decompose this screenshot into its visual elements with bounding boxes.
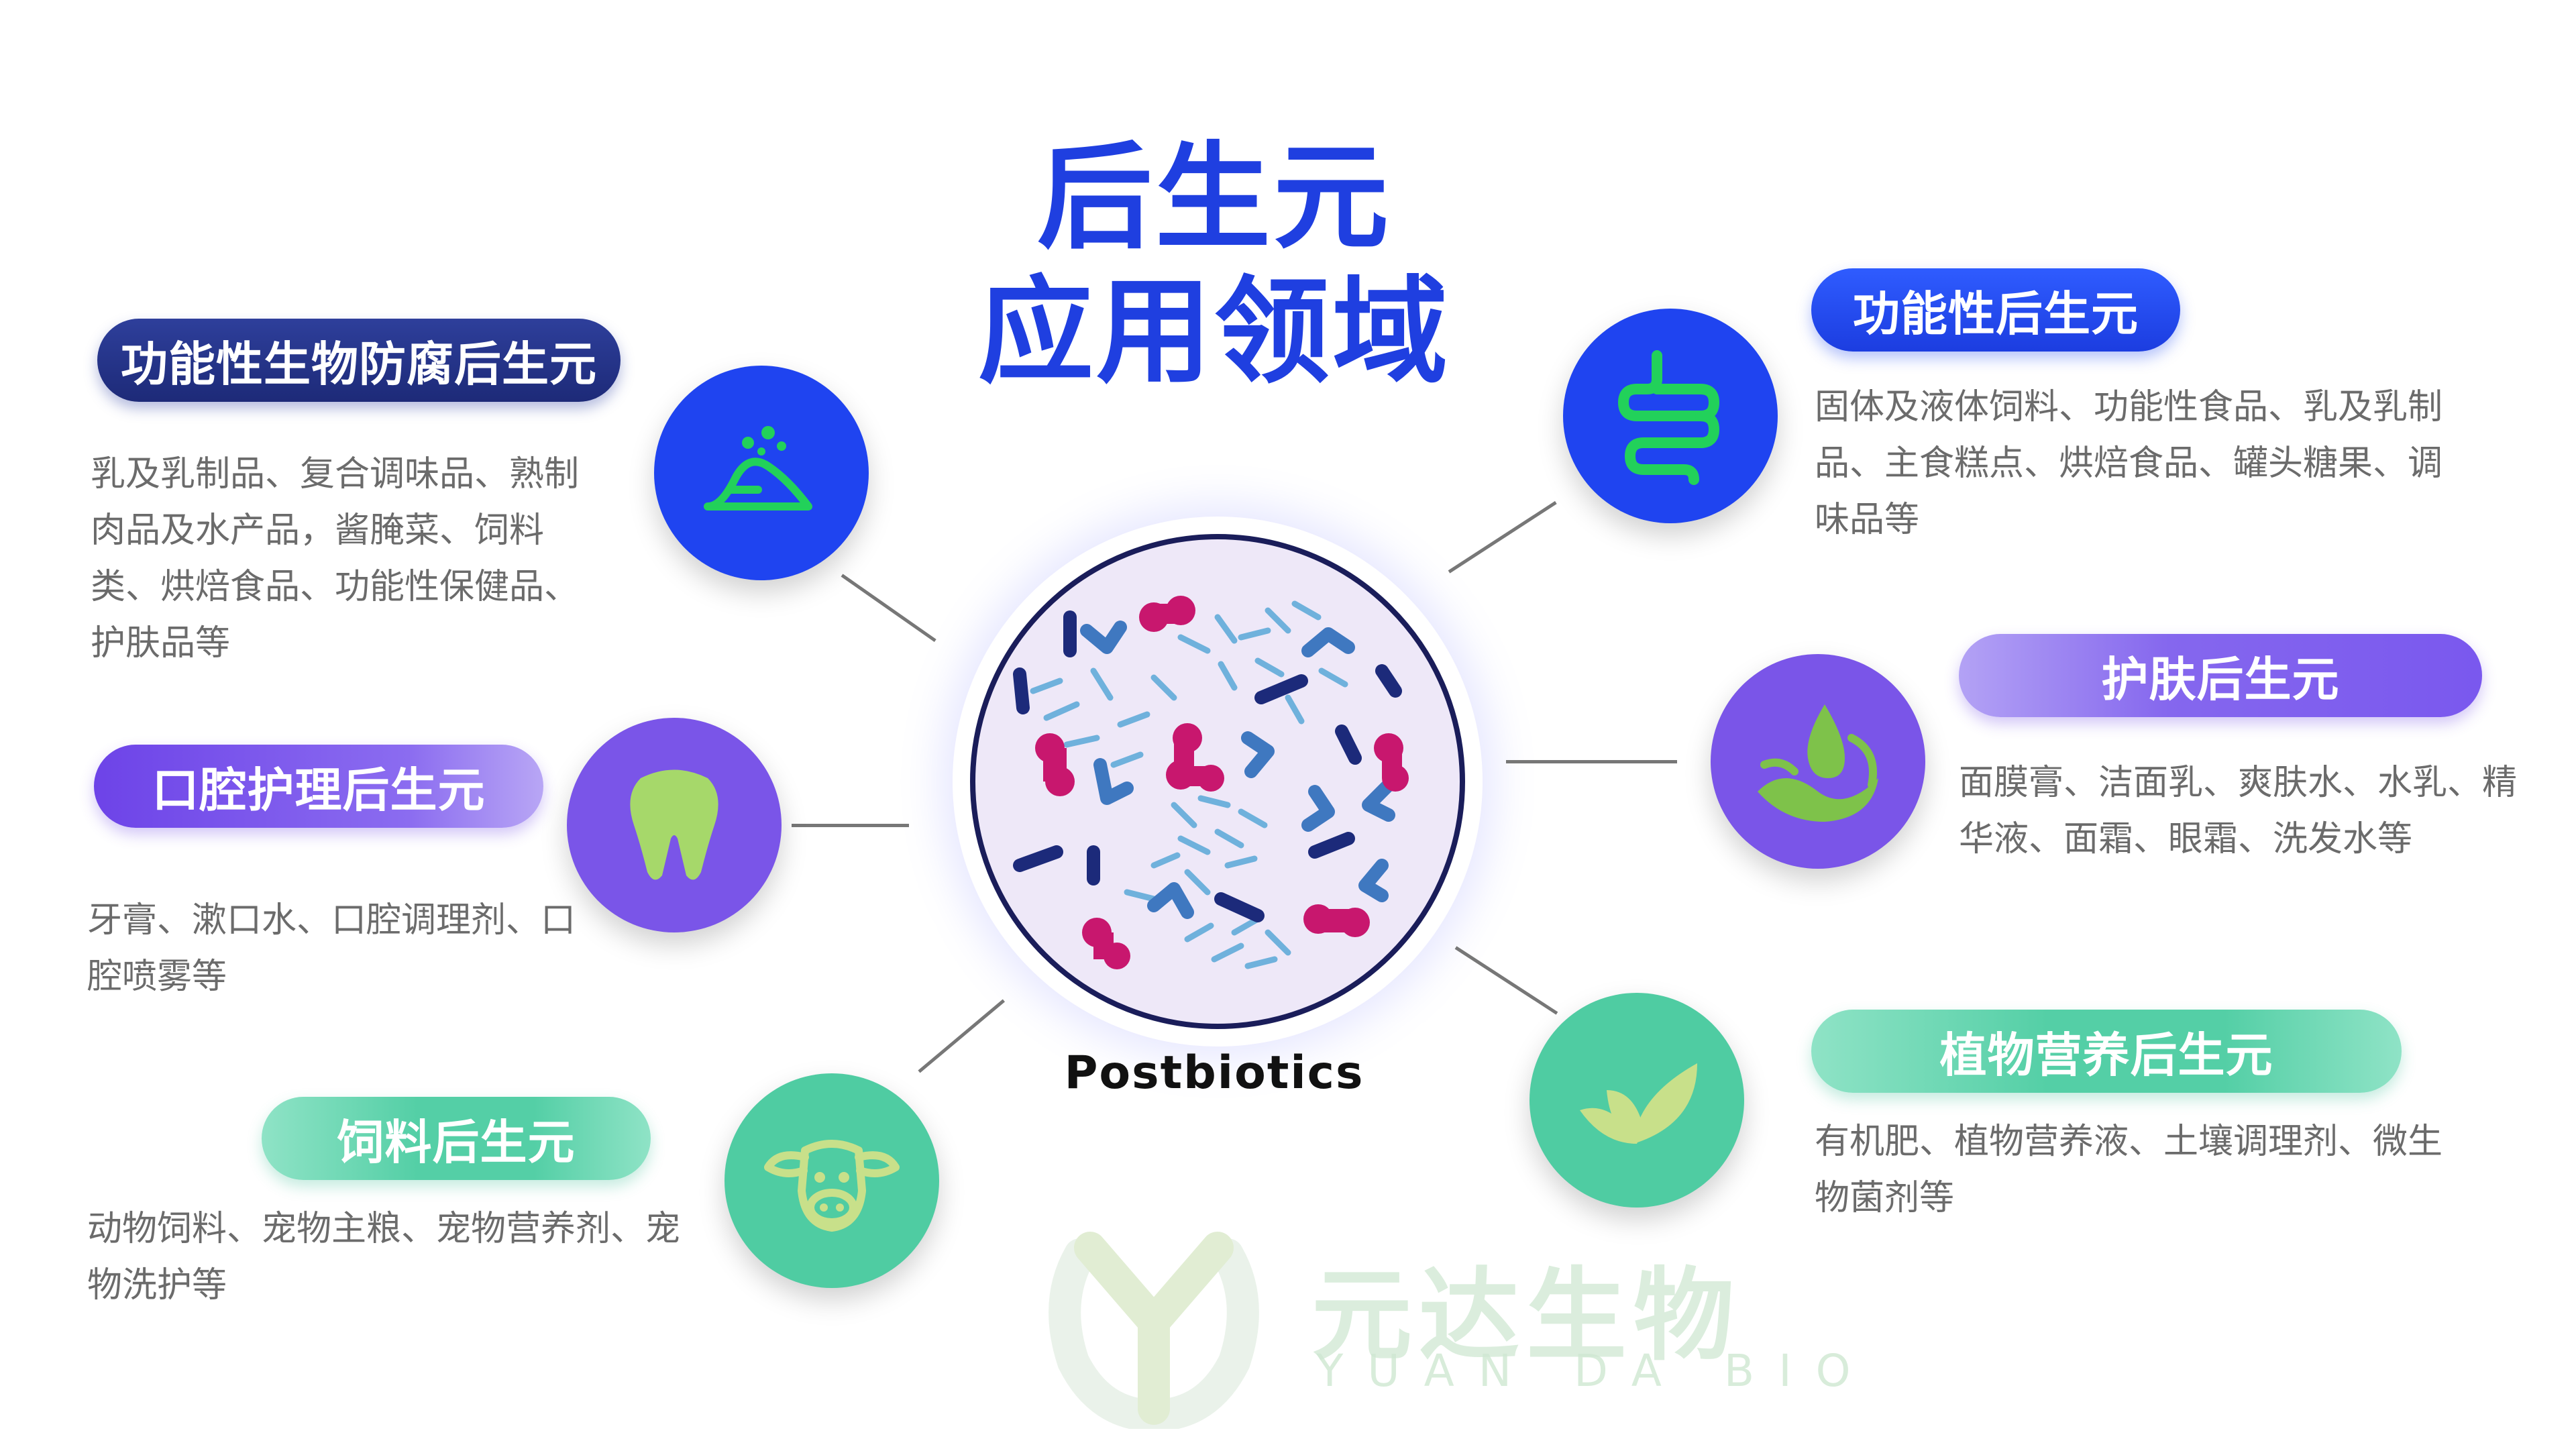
intestine-icon — [1618, 350, 1720, 485]
category-desc-feed: 动物饲料、宠物主粮、宠物营养剂、宠物洗护等 — [87, 1209, 681, 1305]
category-desc-oral-care: 牙膏、漱口水、口腔调理剂、口腔喷雾等 — [87, 900, 576, 997]
category-title-functional: 功能性后生元 — [1811, 268, 2180, 352]
category-title-feed: 饲料后生元 — [262, 1097, 651, 1180]
connector-line — [792, 824, 909, 827]
page-title-line1: 后生元 — [1037, 130, 1391, 265]
bacteria-illustration — [970, 534, 1465, 1029]
category-title-oral-care: 口腔护理后生元 — [94, 745, 543, 828]
category-icon-circle — [1529, 993, 1744, 1208]
cow-icon — [764, 1140, 900, 1232]
category-icon-circle — [567, 718, 782, 932]
category-icon-circle — [654, 366, 869, 580]
category-title-plant-nutrition: 植物营养后生元 — [1811, 1010, 2402, 1093]
category-desc-preservation: 乳及乳制品、复合调味品、熟制肉品及水产品，酱腌菜、饲料类、烘焙食品、功能性保健品… — [91, 454, 580, 663]
category-desc-skincare: 面膜膏、洁面乳、爽肤水、水乳、精华液、面霜、眼霜、洗发水等 — [1959, 763, 2518, 859]
tooth-icon — [630, 769, 718, 880]
yuanda-logo-watermark — [1049, 1232, 1259, 1429]
watermark-company-en: YUAN DA BIO — [1316, 1345, 1875, 1397]
category-icon-circle — [1711, 654, 1925, 869]
food-powder-icon — [704, 426, 812, 511]
page-title-line2: 应用领域 — [978, 264, 1450, 399]
center-label: Postbiotics — [1064, 1046, 1364, 1099]
connector-line — [841, 574, 936, 643]
category-title-preservation: 功能性生物防腐后生元 — [97, 319, 621, 402]
connector-line — [1506, 760, 1677, 763]
category-desc-plant-nutrition: 有机肥、植物营养液、土壤调理剂、微生物菌剂等 — [1815, 1122, 2443, 1218]
postbiotics-circle — [953, 517, 1483, 1046]
category-title-skincare: 护肤后生元 — [1959, 634, 2482, 717]
skincare-hand-icon — [1758, 704, 1878, 822]
watermark-company-cn: 元达生物 — [1311, 1258, 1741, 1375]
category-icon-circle — [1563, 309, 1778, 523]
category-desc-functional: 固体及液体饲料、功能性食品、乳及乳制品、主食糕点、烘焙食品、罐头糖果、调味品等 — [1815, 387, 2443, 540]
leaf-icon — [1580, 1063, 1697, 1144]
category-icon-circle — [724, 1073, 939, 1288]
